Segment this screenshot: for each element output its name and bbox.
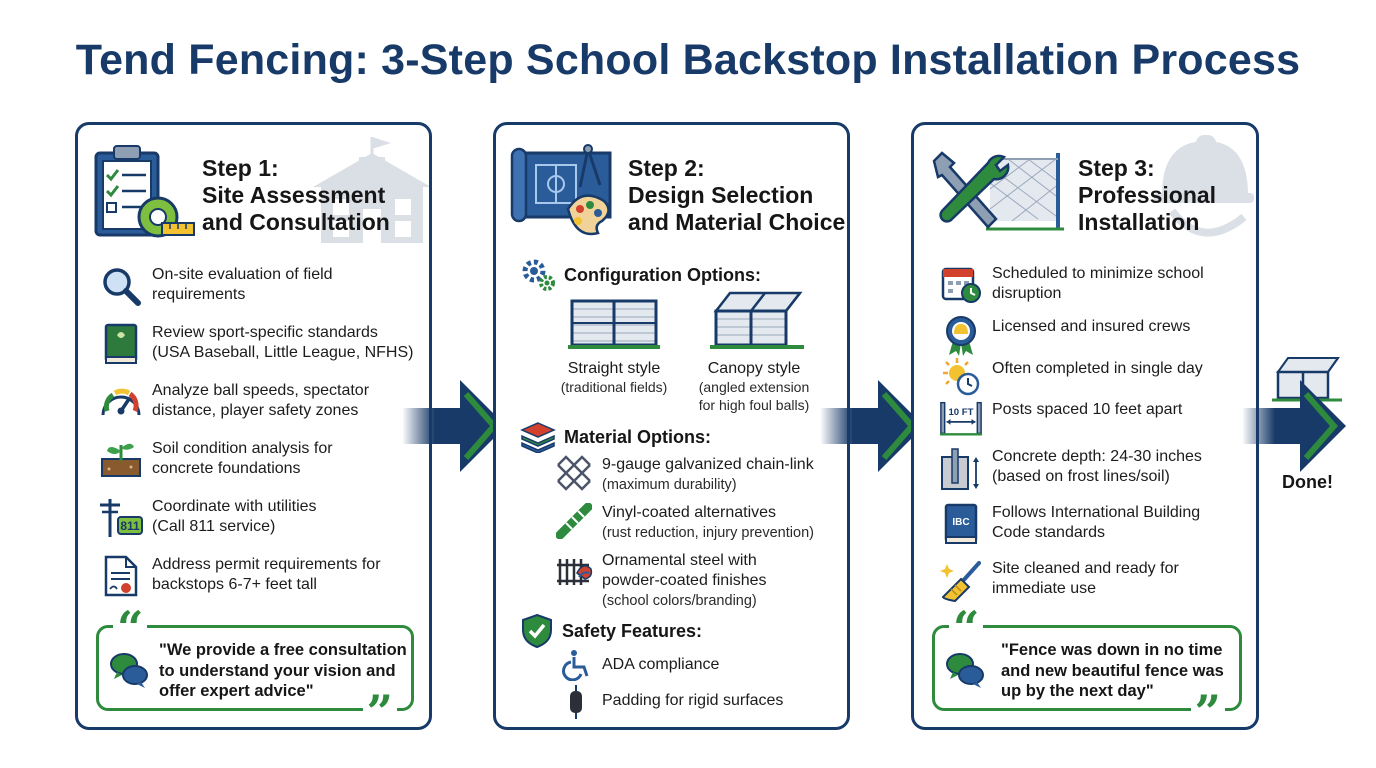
rulebook-icon (104, 323, 138, 364)
chat-bubbles-icon (110, 653, 148, 688)
open-quote-icon: “ (113, 605, 148, 651)
flow-arrow-3-icon (1242, 380, 1346, 472)
list-item: 10 FT Posts spaced 10 feet apart (938, 398, 1182, 438)
flow-arrow-1-icon (402, 380, 506, 472)
school-building-icon (313, 137, 429, 243)
list-item: Padding for rigid surfaces (558, 685, 783, 719)
tools-fence-icon (932, 151, 1064, 231)
list-item: Vinyl-coated alternatives(rust reduction… (554, 503, 814, 543)
ornamental-steel-icon (557, 559, 593, 585)
speedometer-icon (101, 388, 141, 416)
calendar-clock-icon (941, 267, 981, 303)
page-title: Tend Fencing: 3-Step School Backstop Ins… (75, 36, 1301, 84)
configuration-options-heading: Configuration Options: (520, 257, 761, 293)
chat-bubbles-icon (946, 653, 984, 688)
permit-document-icon (104, 555, 138, 597)
step-2-title: Step 2: Design Selection and Material Ch… (628, 155, 846, 235)
list-item: Review sport-specific standards(USA Base… (98, 323, 413, 364)
list-item: Licensed and insured crews (938, 315, 1190, 356)
list-item: 9-gauge galvanized chain-link(maximum du… (554, 455, 814, 495)
layers-icon (520, 422, 556, 453)
magnifier-icon (103, 268, 141, 306)
svg-text:IBC: IBC (952, 517, 969, 528)
chain-link-icon (557, 455, 591, 491)
concrete-depth-icon (941, 448, 979, 490)
step-3-title: Step 3: Professional Installation (1078, 155, 1217, 235)
flow-arrow-2-icon (820, 380, 924, 472)
hard-hat-icon (1154, 135, 1254, 237)
gears-icon (522, 259, 555, 291)
sprout-soil-icon (101, 443, 141, 477)
vinyl-coated-icon (556, 503, 592, 539)
list-item: Often completed in single day (938, 357, 1203, 397)
ibc-book-icon: IBC (944, 503, 978, 544)
testimonial-quote: “ ” "Fence was down in no time and new b… (932, 605, 1242, 727)
certified-badge-icon (946, 316, 976, 356)
padding-icon (570, 685, 582, 719)
straight-style-label: Straight style (traditional fields) (560, 360, 668, 395)
shield-check-icon (522, 613, 552, 649)
wheelchair-icon (562, 650, 589, 681)
open-quote-icon: “ (949, 605, 984, 651)
material-options-heading: Material Options: (520, 421, 711, 453)
list-item: Concrete depth: 24-30 inches(based on fr… (938, 447, 1202, 493)
list-item: 811 Coordinate with utilities(Call 811 s… (98, 497, 317, 537)
close-quote-icon: ” (362, 689, 397, 727)
testimonial-quote: “ ” "We provide a free consultation to u… (96, 605, 414, 727)
utility-pole-icon: 811 (100, 499, 143, 537)
safety-features-heading: Safety Features: (520, 613, 702, 649)
sun-clock-icon (943, 358, 980, 396)
close-quote-icon: ” (1190, 689, 1225, 727)
list-item: ADA compliance (558, 649, 719, 681)
svg-text:10 FT: 10 FT (948, 407, 973, 418)
straight-backstop-illustration (568, 299, 660, 349)
clipboard-tape-icon (94, 145, 195, 238)
step-1-title: Step 1: Site Assessment and Consultation (202, 155, 390, 235)
svg-text:811: 811 (120, 519, 140, 533)
broom-icon (940, 561, 981, 603)
step-3-panel: Step 3: Professional Installation Schedu… (911, 122, 1259, 730)
canopy-style-label: Canopy style (angled extension for high … (698, 360, 810, 413)
done-label: Done! (1282, 472, 1333, 492)
post-spacing-icon: 10 FT (939, 401, 983, 436)
canopy-backstop-illustration (710, 291, 804, 349)
step-2-panel: Step 2: Design Selection and Material Ch… (493, 122, 850, 730)
blueprint-palette-icon (510, 144, 612, 236)
step-1-panel: Step 1: Site Assessment and Consultation… (75, 122, 432, 730)
